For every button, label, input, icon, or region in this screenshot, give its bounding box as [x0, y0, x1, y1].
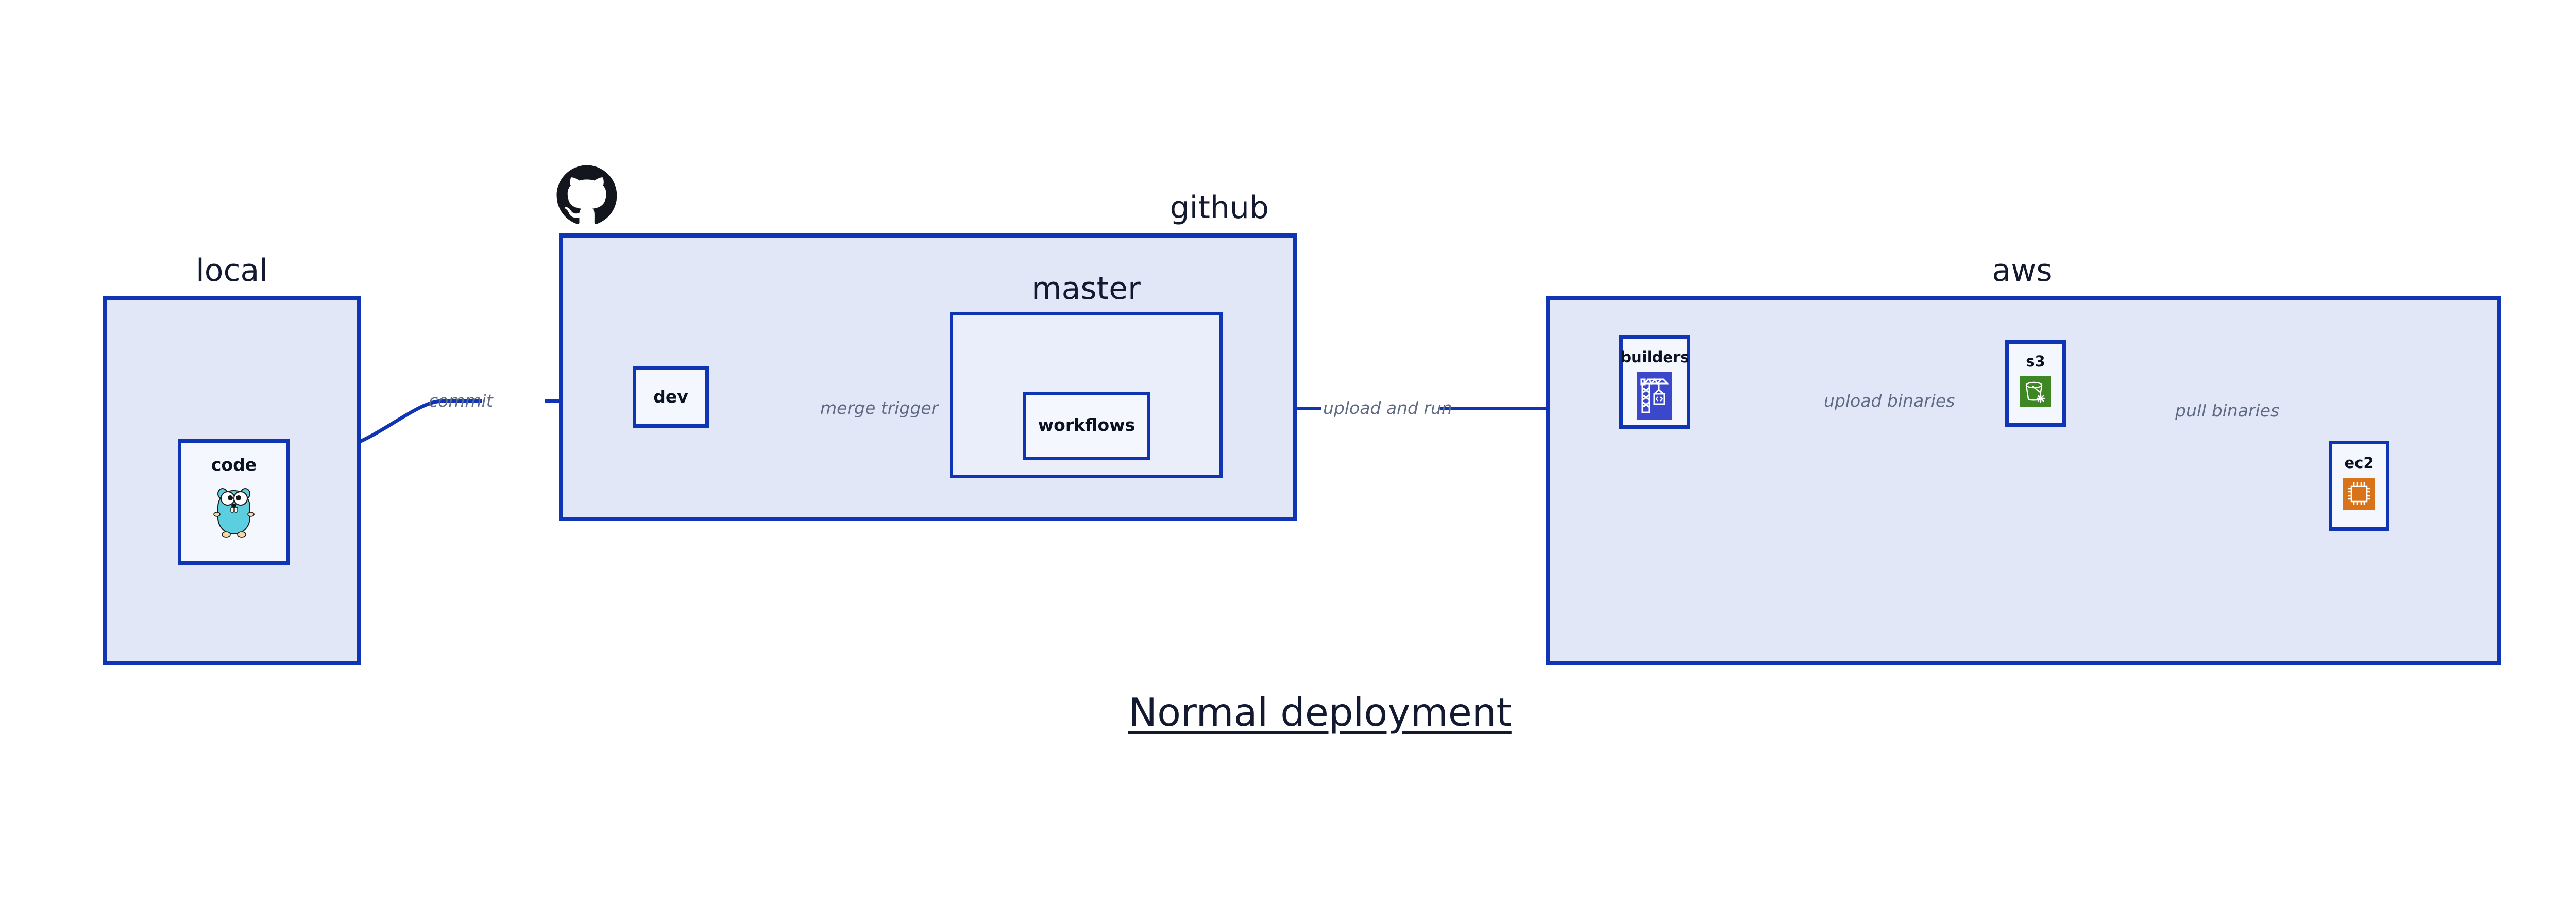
edge-label-commit: commit: [429, 391, 493, 411]
diagram-title: Normal deployment: [1128, 690, 1512, 735]
node-label-dev: dev: [653, 387, 688, 407]
node-builders[interactable]: builders: [1619, 335, 1690, 429]
edge-label-upload-and-run: upload and run: [1323, 398, 1452, 418]
aws-s3-bucket-icon: [2020, 376, 2051, 407]
aws-builders-crane-icon: [1637, 372, 1672, 420]
cluster-label-local: local: [196, 253, 268, 289]
aws-ec2-chip-icon: [2343, 478, 2375, 510]
edge-label-pull-binaries: pull binaries: [2175, 400, 2280, 421]
cluster-label-master: master: [1031, 271, 1141, 307]
node-label-s3: s3: [2026, 353, 2045, 370]
node-label-builders: builders: [1620, 348, 1689, 366]
edge-label-merge-trigger: merge trigger: [820, 398, 939, 418]
cluster-label-github: github: [1170, 190, 1269, 226]
go-gopher-icon: [211, 482, 257, 540]
edge-label-upload-binaries: upload binaries: [1824, 391, 1955, 411]
node-label-workflows: workflows: [1038, 415, 1136, 435]
node-code[interactable]: code: [178, 439, 290, 565]
node-label-code: code: [211, 455, 257, 475]
node-workflows[interactable]: workflows: [1023, 392, 1150, 460]
node-label-ec2: ec2: [2344, 454, 2374, 472]
github-octocat-icon: [555, 164, 618, 227]
cluster-label-aws: aws: [1992, 253, 2053, 289]
node-s3[interactable]: s3: [2005, 340, 2066, 427]
node-ec2[interactable]: ec2: [2329, 441, 2389, 531]
node-dev[interactable]: dev: [633, 366, 709, 428]
